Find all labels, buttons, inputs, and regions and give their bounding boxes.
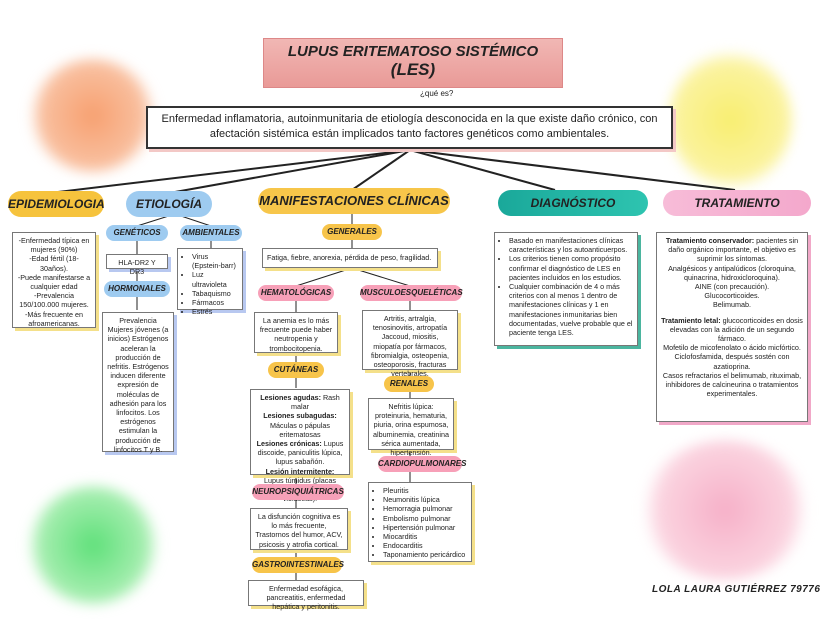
ambiental-item: Fármacos xyxy=(192,298,238,307)
title-line2: (LES) xyxy=(390,60,436,79)
cardio-box: Pleuritis Neumonitis lúpica Hemorragia p… xyxy=(368,482,472,562)
musculo-box: Artritis, artralgia, tenosinovitis, artr… xyxy=(362,310,458,378)
trat-cons-item: Analgésicos y antipalúdicos (cloroquina,… xyxy=(668,263,796,282)
title-banner: LUPUS ERITEMATOSO SISTÉMICO (LES) xyxy=(263,38,563,88)
geneticos-box: HLA-DR2 Y DR3 xyxy=(106,254,168,276)
cardio-item: Taponamiento pericárdico xyxy=(383,550,467,559)
trat-cons-item: Glucocorticoides. xyxy=(704,291,760,301)
renales-box: Nefritis lúpica: proteinuria, hematuria,… xyxy=(368,398,454,457)
ambientales-box: Virus (Epstein-barr) Luz ultravioleta Ta… xyxy=(177,248,243,316)
diagnostico-pill: DIAGNÓSTICO xyxy=(498,190,648,216)
cut-cronicas-label: Lesiones crónicas: xyxy=(256,439,322,449)
diag-item: Cualquier combinación de 4 o más criteri… xyxy=(509,282,633,337)
trat-letal-item: Mofetilo de micofenolato o ácido micfórt… xyxy=(663,343,801,353)
cutaneas-pill: CUTÁNEAS xyxy=(268,362,324,378)
ambientales-pill: AMBIENTALES xyxy=(180,225,242,241)
cutaneas-box: Lesiones agudas: Rash malar Lesiones sub… xyxy=(250,389,350,503)
cardio-item: Neumonitis lúpica xyxy=(383,495,467,504)
cut-intermitente-label: Lesión intermitente: xyxy=(265,466,335,476)
trat-cons-item: Belimumab. xyxy=(713,300,751,310)
gastro-box: Enfermedad esofágica, pancreatitis, enfe… xyxy=(248,580,364,611)
orange-watercolor-blob xyxy=(30,58,155,173)
manifestaciones-pill: MANIFESTACIONES CLÍNICAS xyxy=(258,188,450,214)
epi-item: -Edad fértil (18-30años). xyxy=(29,254,79,273)
cardio-item: Endocarditis xyxy=(383,541,467,550)
cardio-item: Miocarditis xyxy=(383,532,467,541)
pink-watercolor-blob xyxy=(640,440,810,580)
ambiental-item: Virus (Epstein-barr) xyxy=(192,252,238,270)
trat-conservador-label: Tratamiento conservador: xyxy=(665,236,755,245)
trat-letal-label: Tratamiento letal: xyxy=(661,315,721,325)
cut-subagudas: Máculas o pápulas eritematosas xyxy=(270,420,330,439)
epi-item: -Prevalencia 150/100.000 mujeres. xyxy=(19,291,89,310)
cut-cronicas: Lupus discoide, paniculitis lúpica, lupu… xyxy=(257,439,344,467)
cut-agudas: Rash malar xyxy=(291,393,340,412)
etiologia-pill: ETIOLOGÍA xyxy=(126,191,212,217)
cut-subagudas-label: Lesiones subagudas: xyxy=(263,411,337,421)
ambiental-item: Tabaquismo xyxy=(192,289,238,298)
trat-letal-item: Ciclofosfamida, después sostén con azati… xyxy=(674,352,790,371)
cardio-item: Embolismo pulmonar xyxy=(383,514,467,523)
cardio-item: Pleuritis xyxy=(383,486,467,495)
ambiental-item: Estrés xyxy=(192,307,238,316)
tratamiento-box: Tratamiento conservador: pacientes sin d… xyxy=(656,232,808,422)
epi-item: -Puede manifestarse a cualquier edad xyxy=(17,272,91,292)
cardio-item: Hipertensión pulmonar xyxy=(383,523,467,532)
title-line1: LUPUS ERITEMATOSO SISTÉMICO xyxy=(287,43,539,60)
musculo-pill: MUSCULOESQUELÉTICAS xyxy=(360,285,463,301)
hematologicas-pill: HEMATOLÓGICAS xyxy=(258,285,334,301)
diag-item: Los criterios tienen como propósito conf… xyxy=(509,254,633,282)
epidemiologia-box: -Enfermedad típica en mujeres (90%) -Eda… xyxy=(12,232,96,328)
trat-letal: glucocorticoides en dosis elevadas con l… xyxy=(669,315,803,344)
hormonales-box: Prevalencia Mujeres jóvenes (a inicios) … xyxy=(102,312,174,454)
trat-conservador: pacientes sin daño orgánico importante, … xyxy=(668,236,799,264)
cardio-item: Hemorragia pulmonar xyxy=(383,504,467,513)
neuro-box: La disfunción cognitiva es lo más frecue… xyxy=(250,508,348,550)
cardio-pill: CARDIOPULMONARES xyxy=(378,456,466,472)
green-watercolor-blob xyxy=(28,485,158,605)
epidemiologia-pill: EPIDEMIOLOGIA xyxy=(8,191,105,217)
question-label: ¿qué es? xyxy=(420,89,454,98)
epi-item: -Más frecuente en afroamericanas. xyxy=(25,309,83,328)
trat-refractarios: Casos refractarios el belimumab, rituxim… xyxy=(662,370,802,399)
cut-agudas-label: Lesiones agudas: xyxy=(260,393,321,402)
diagnostico-box: Basado en manifestaciones clínicas carac… xyxy=(494,232,638,346)
diag-item: Basado en manifestaciones clínicas carac… xyxy=(509,236,633,254)
gastro-pill: GASTROINTESTINALES xyxy=(252,557,344,573)
yellow-watercolor-blob xyxy=(668,50,793,190)
renales-pill: RENALES xyxy=(384,376,434,392)
hematologicas-box: La anemia es lo más frecuente puede habe… xyxy=(254,312,338,353)
tratamiento-pill: TRATAMIENTO xyxy=(663,190,811,216)
trat-cons-item: AINE (con precaución). xyxy=(694,282,770,292)
author-name: LOLA LAURA GUTIÉRREZ 79776 xyxy=(652,584,821,595)
neuro-pill: NEUROPSIQUIÁTRICAS xyxy=(252,484,344,500)
ambiental-item: Luz ultravioleta xyxy=(192,270,238,288)
generales-pill: GENERALES xyxy=(322,224,382,240)
hormonales-pill: HORMONALES xyxy=(104,281,170,297)
definition-box: Enfermedad inflamatoria, autoinmunitaria… xyxy=(146,106,673,149)
epi-item: -Enfermedad típica en mujeres (90%) xyxy=(18,236,90,255)
geneticos-pill: GENÉTICOS xyxy=(106,225,168,241)
generales-box: Fatiga, fiebre, anorexia, pérdida de pes… xyxy=(262,248,438,268)
